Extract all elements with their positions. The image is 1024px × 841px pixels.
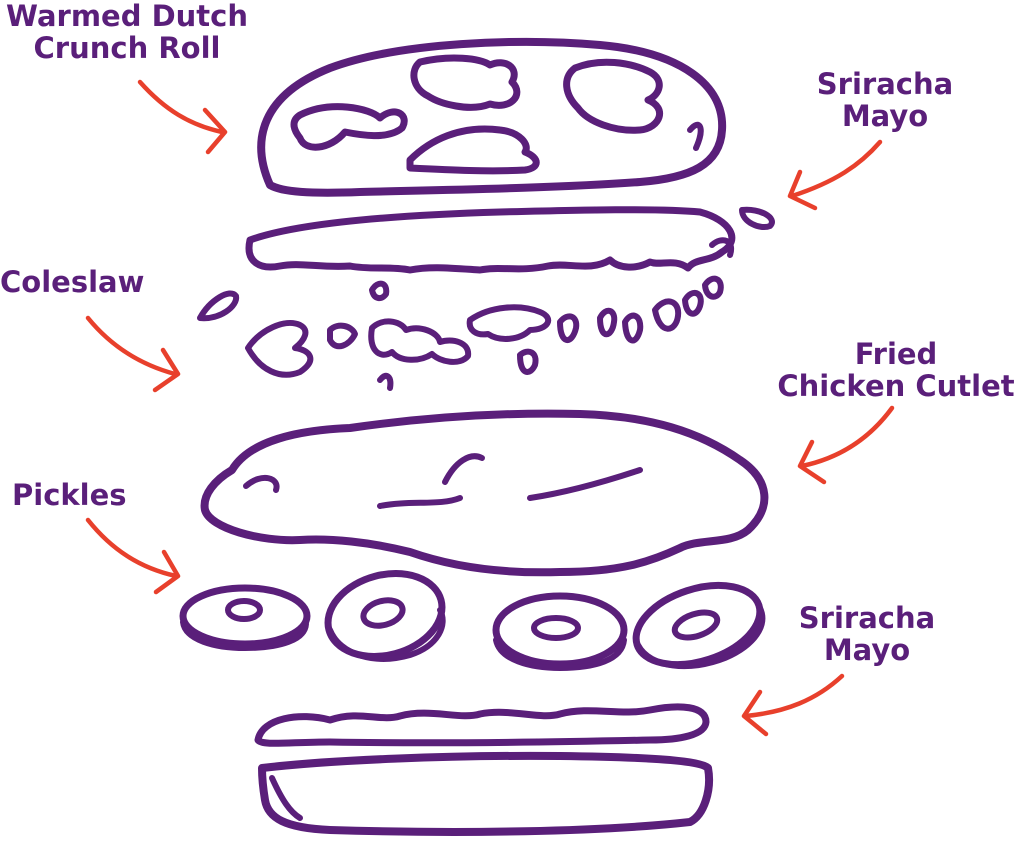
arrow-pickles-icon [85, 517, 181, 595]
pickle-slice-icon [632, 581, 766, 670]
top-bun-icon [257, 37, 727, 197]
arrow-roll-icon [137, 79, 228, 155]
sauce-layer-top-icon [245, 206, 775, 274]
coleslaw-icon [197, 275, 724, 391]
sauce-layer-bottom-icon [254, 703, 710, 747]
arrow-coleslaw-icon [85, 315, 181, 393]
label-sriracha-mayo-top: Sriracha Mayo [816, 67, 954, 133]
label-pickles: Pickles [12, 478, 127, 512]
label-coleslaw: Coleslaw [0, 265, 145, 299]
arrow-mayo-top-icon [787, 139, 883, 211]
chicken-cutlet-icon [200, 409, 769, 577]
label-sriracha-mayo-bottom: Sriracha Mayo [798, 601, 936, 667]
pickle-slice-icon [492, 592, 628, 671]
label-fried-chicken-cutlet: Fried Chicken Cutlet [777, 337, 1015, 403]
arrow-chicken-icon [797, 405, 895, 485]
label-warmed-dutch-crunch-roll: Warmed Dutch Crunch Roll [6, 0, 248, 65]
pickle-slice-icon [324, 570, 446, 662]
pickle-slice-icon [179, 584, 311, 651]
arrow-mayo-bottom-icon [741, 673, 845, 737]
bottom-bun-icon [258, 751, 713, 836]
